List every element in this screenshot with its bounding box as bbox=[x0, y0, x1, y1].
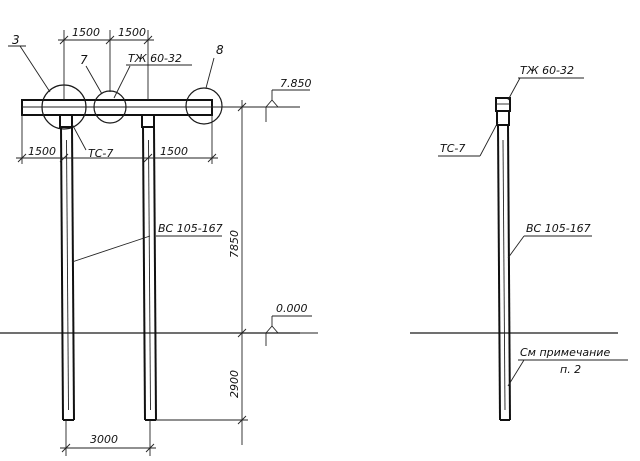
dim-1500-top-right: 1500 bbox=[118, 26, 146, 39]
pole-left bbox=[60, 126, 75, 421]
dim-7850: 7850 bbox=[228, 230, 241, 258]
callout-label-3: 3 bbox=[12, 33, 20, 47]
side-view: ТЖ 60-32 ТС-7 ВС 105-167 См примечание п… bbox=[410, 64, 628, 421]
dim-1500-left: 1500 bbox=[28, 145, 56, 158]
crossbar-beam bbox=[21, 99, 213, 116]
bottom-dimension bbox=[60, 420, 156, 456]
note-line2: п. 2 bbox=[560, 363, 581, 376]
cap-leader-side bbox=[479, 121, 499, 157]
pole-label-side: ВС 105-167 bbox=[526, 222, 591, 235]
lower-beam-dimension bbox=[16, 115, 218, 164]
pole-label-front: ВС 105-167 bbox=[158, 222, 223, 235]
dim-1500-right: 1500 bbox=[160, 145, 188, 158]
pole-cap-side bbox=[496, 110, 510, 126]
beam-label-side: ТЖ 60-32 bbox=[520, 64, 574, 77]
vertical-dimension bbox=[156, 100, 248, 445]
note-line1: См примечание bbox=[520, 346, 610, 359]
pole-leader-side bbox=[507, 235, 525, 259]
pole-leader-front-left bbox=[71, 235, 151, 263]
elevation-marker-zero bbox=[265, 315, 312, 346]
dim-3000: 3000 bbox=[90, 433, 118, 446]
beam-leader-side bbox=[507, 77, 521, 101]
pole-cap-left bbox=[59, 114, 73, 128]
pole-side bbox=[497, 124, 511, 421]
callout-label-7: 7 bbox=[80, 53, 88, 67]
cap-label-side: ТС-7 bbox=[440, 142, 465, 155]
beam-leader-front bbox=[113, 65, 131, 99]
pole-right bbox=[142, 126, 157, 421]
cap-label-front: ТС-7 bbox=[88, 147, 113, 160]
elevation-zero: 0.000 bbox=[276, 302, 308, 315]
elevation-top: 7.850 bbox=[280, 77, 312, 90]
elevation-marker-top bbox=[212, 89, 310, 122]
front-view: 1500 1500 3 7 ТЖ 60-32 8 7.850 bbox=[0, 26, 318, 456]
callout-leader-7 bbox=[85, 65, 103, 95]
pole-cap-right bbox=[141, 114, 155, 128]
callout-label-8: 8 bbox=[216, 43, 224, 57]
cap-leader-front bbox=[71, 123, 87, 151]
callout-circle-8 bbox=[185, 87, 223, 125]
beam-end-side bbox=[495, 97, 511, 112]
callout-leader-8 bbox=[205, 57, 215, 89]
beam-label-front: ТЖ 60-32 bbox=[128, 52, 182, 65]
callout-leader-3 bbox=[19, 45, 51, 93]
dim-2900: 2900 bbox=[228, 370, 241, 398]
dim-1500-top-left: 1500 bbox=[72, 26, 100, 39]
note-leader bbox=[507, 359, 525, 387]
